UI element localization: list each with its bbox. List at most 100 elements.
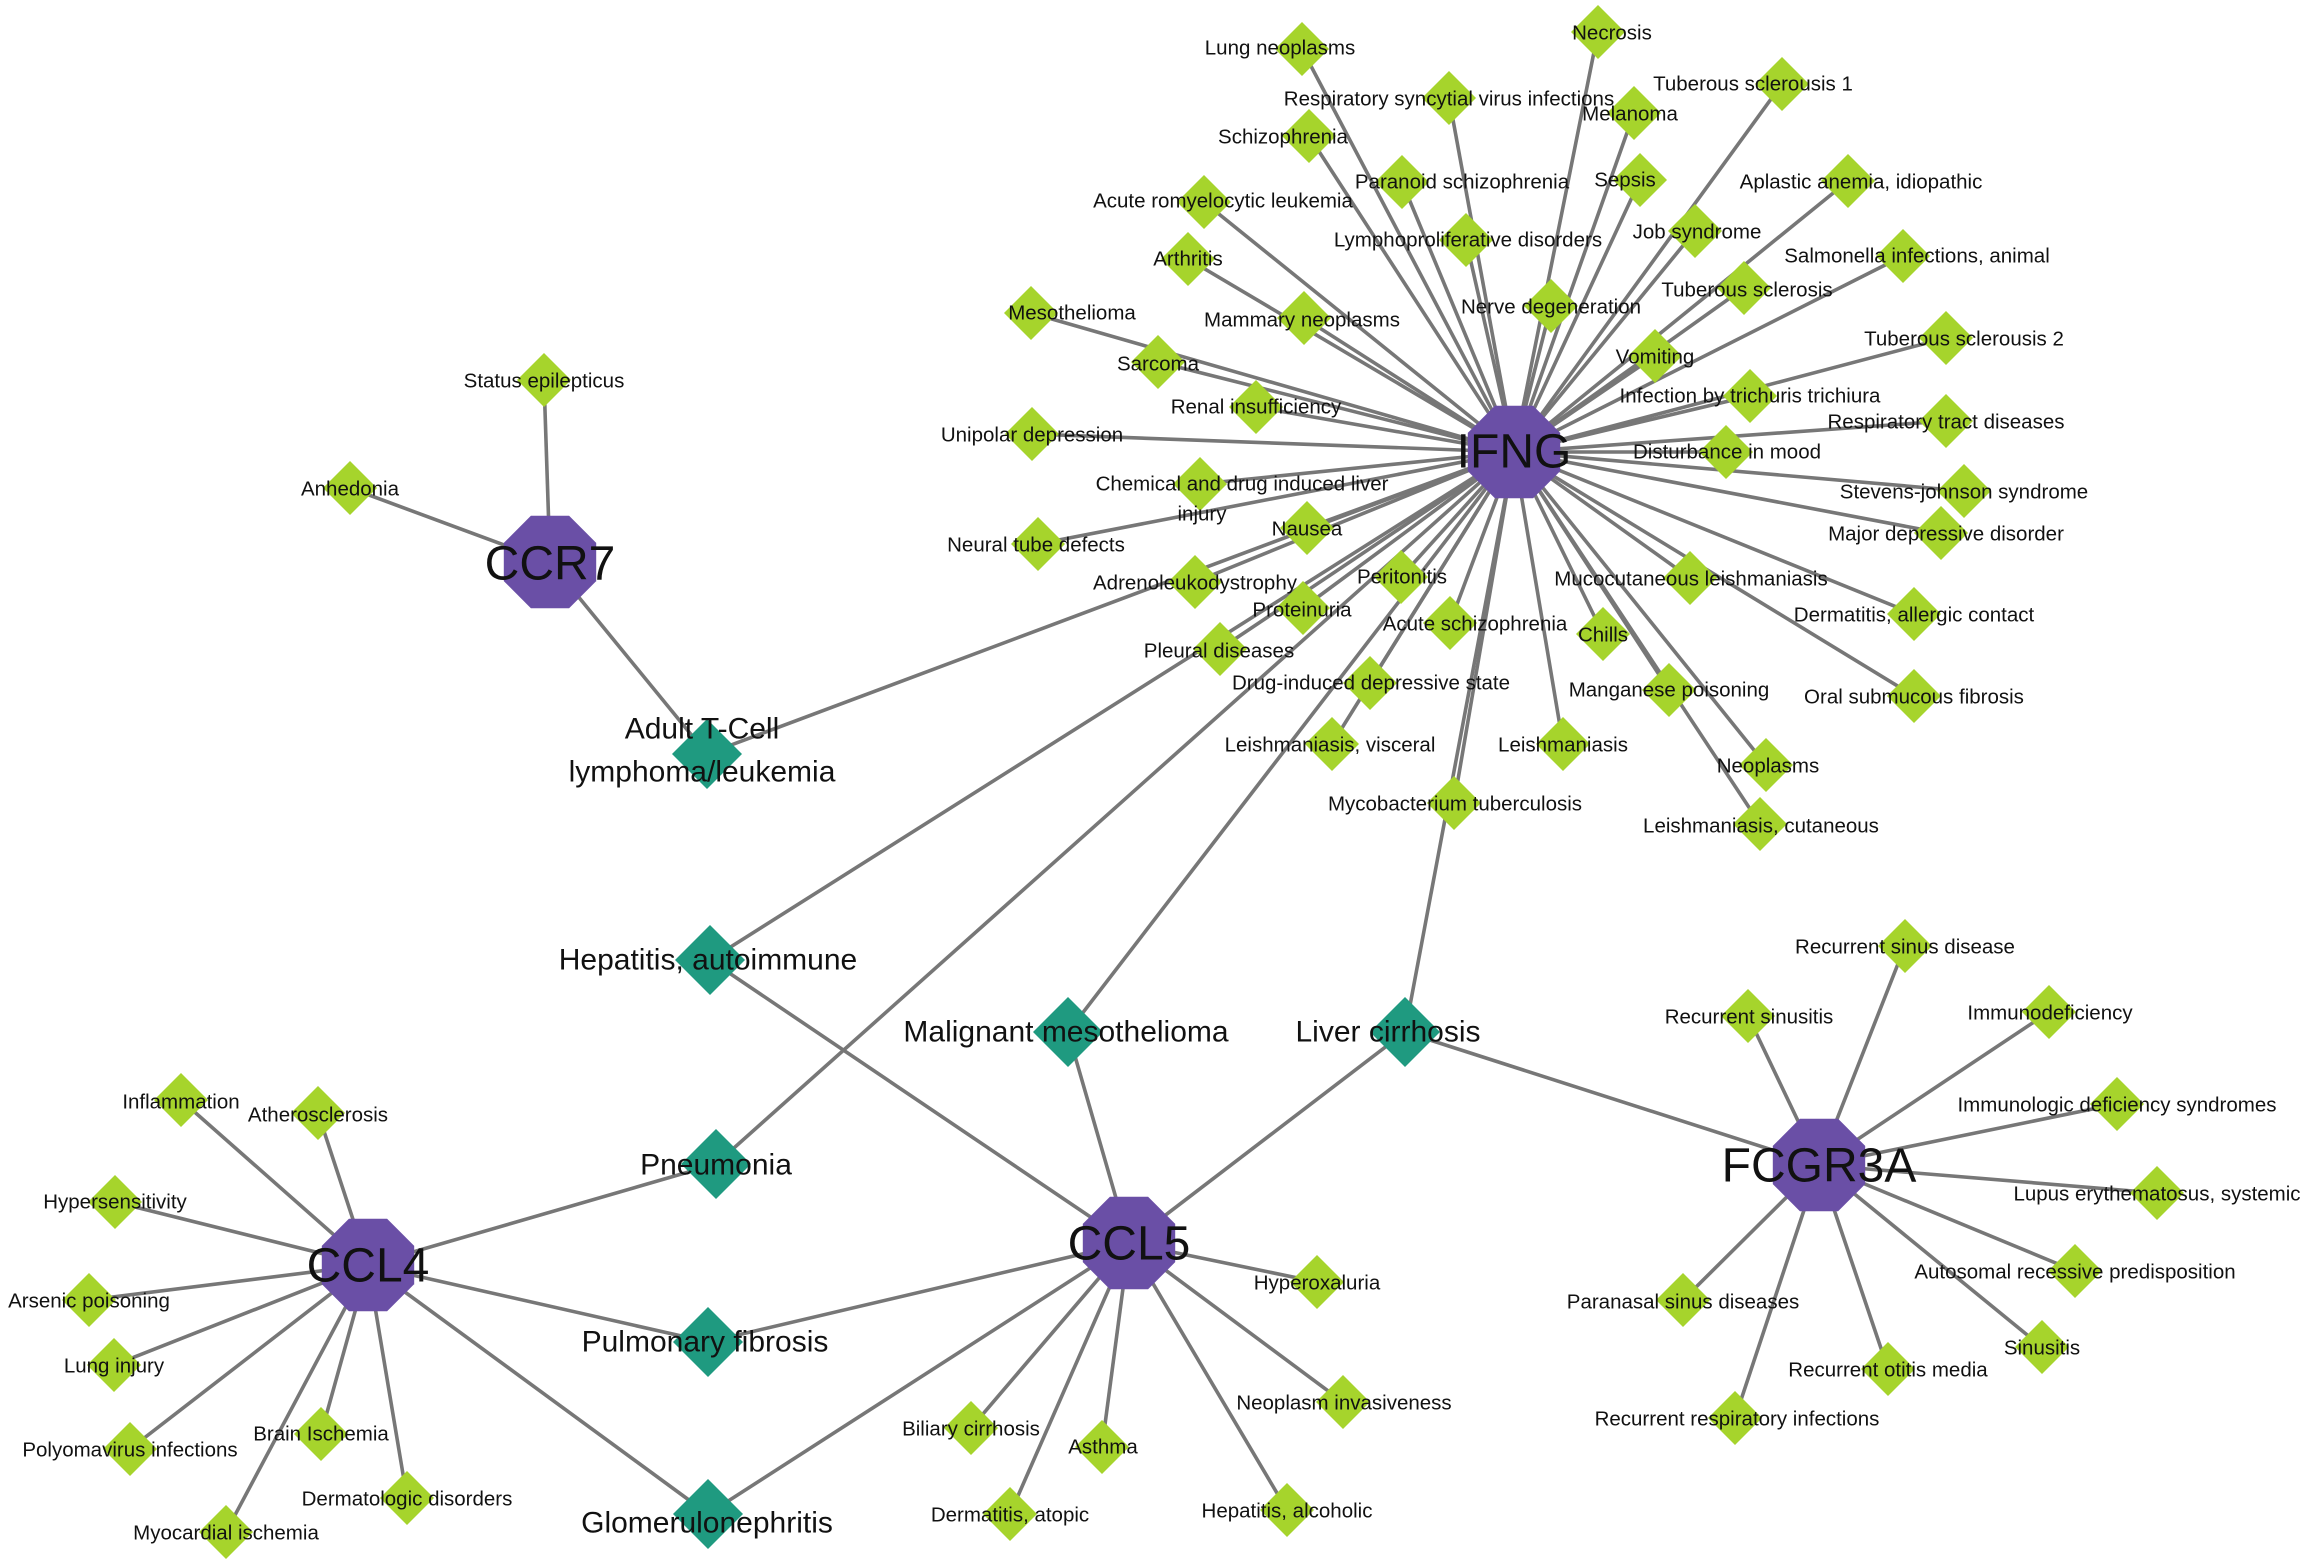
disease-node-salmonella-infections-animal[interactable] — [1876, 229, 1930, 283]
disease-node-immunodeficiency[interactable] — [2022, 985, 2076, 1039]
disease-node-arthritis[interactable] — [1161, 232, 1215, 286]
gene-node-ifng[interactable] — [1467, 405, 1561, 499]
disease-node-atherosclerosis[interactable] — [291, 1086, 345, 1140]
gene-node-fcgr3a[interactable] — [1772, 1118, 1866, 1212]
disease-node-anhedonia[interactable] — [323, 461, 377, 515]
disease-node-respiratory-syncytial-virus-infections[interactable] — [1422, 71, 1476, 125]
shared-disease-node-glomerulonephritis[interactable] — [673, 1479, 743, 1549]
disease-node-immunologic-deficiency-syndromes[interactable] — [2090, 1077, 2144, 1131]
disease-node-dermatitis-atopic[interactable] — [983, 1487, 1037, 1541]
disease-label-unipolar-depression: Unipolar depression — [941, 424, 1123, 447]
disease-node-chills[interactable] — [1576, 607, 1630, 661]
disease-node-neoplasm-invasiveness[interactable] — [1316, 1375, 1370, 1429]
shared-disease-label-adult-t-cell-lymphoma-leukemia: Adult T-Cell — [625, 713, 780, 746]
disease-node-tuberous-sclerousis-2[interactable] — [1919, 311, 1973, 365]
disease-node-neoplasms[interactable] — [1739, 738, 1793, 792]
disease-node-disturbance-in-mood[interactable] — [1699, 425, 1753, 479]
disease-node-dermatologic-disorders[interactable] — [380, 1471, 434, 1525]
disease-node-recurrent-otitis-media[interactable] — [1861, 1342, 1915, 1396]
disease-node-hepatitis-alcoholic[interactable] — [1260, 1483, 1314, 1537]
disease-node-nerve-degeneration[interactable] — [1524, 279, 1578, 333]
shared-disease-node-pulmonary-fibrosis[interactable] — [673, 1307, 743, 1377]
disease-node-polyomavirus-infections[interactable] — [103, 1422, 157, 1476]
edge-ccl5-liver-cirrhosis — [1127, 1030, 1407, 1245]
disease-node-lupus-erythematosus-systemic[interactable] — [2130, 1166, 2184, 1220]
gene-node-ccl4[interactable] — [321, 1218, 415, 1312]
disease-node-lung-injury[interactable] — [87, 1338, 141, 1392]
edge-ifng-arthritis — [1187, 257, 1515, 454]
disease-node-nausea[interactable] — [1280, 501, 1334, 555]
disease-label-lymphoproliferative-disorders: Lymphoproliferative disorders — [1334, 229, 1602, 252]
disease-node-myocardial-ischemia[interactable] — [199, 1505, 253, 1559]
disease-node-acute-schizophrenia[interactable] — [1423, 596, 1477, 650]
disease-node-tuberous-sclerousis-1[interactable] — [1755, 57, 1809, 111]
disease-node-respiratory-tract-diseases[interactable] — [1919, 394, 1973, 448]
disease-node-asthma[interactable] — [1075, 1420, 1129, 1474]
disease-node-sarcoma[interactable] — [1131, 335, 1185, 389]
disease-node-recurrent-sinus-disease[interactable] — [1878, 919, 1932, 973]
disease-node-proteinuria[interactable] — [1276, 581, 1330, 635]
disease-node-unipolar-depression[interactable] — [1005, 407, 1059, 461]
disease-node-brain-ischemia[interactable] — [294, 1407, 348, 1461]
disease-node-hyperoxaluria[interactable] — [1290, 1255, 1344, 1309]
disease-node-chemical-and-drug-induced-liver-injury[interactable] — [1173, 457, 1227, 511]
disease-node-drug-induced-depressive-state[interactable] — [1343, 656, 1397, 710]
disease-node-vomiting[interactable] — [1628, 329, 1682, 383]
disease-node-inflammation[interactable] — [154, 1073, 208, 1127]
disease-node-biliary-cirrhosis[interactable] — [944, 1401, 998, 1455]
disease-label-acute-romyelocytic-leukemia: Acute romyelocytic leukemia — [1093, 190, 1353, 213]
disease-node-paranoid-schizophrenia[interactable] — [1375, 155, 1429, 209]
disease-node-lung-neoplasms[interactable] — [1275, 22, 1329, 76]
disease-node-aplastic-anemia-idiopathic[interactable] — [1821, 154, 1875, 208]
disease-label-acute-schizophrenia: Acute schizophrenia — [1383, 613, 1568, 636]
edge-ifng-leishmaniasis — [1512, 451, 1565, 745]
disease-node-job-syndrome[interactable] — [1668, 204, 1722, 258]
disease-node-leishmaniasis-visceral[interactable] — [1305, 717, 1359, 771]
disease-node-recurrent-respiratory-infections[interactable] — [1708, 1391, 1762, 1445]
disease-node-paranasal-sinus-diseases[interactable] — [1656, 1273, 1710, 1327]
gene-node-ccr7[interactable] — [503, 515, 597, 609]
disease-node-adrenoleukodystrophy[interactable] — [1168, 555, 1222, 609]
disease-node-stevens-johnson-syndrome[interactable] — [1937, 464, 1991, 518]
edge-ifng-sarcoma — [1157, 360, 1515, 454]
edge-ifng-dermatitis-allergic-contact — [1513, 450, 1915, 616]
disease-node-pleural-diseases[interactable] — [1193, 622, 1247, 676]
disease-node-mucocutaneous-leishmaniasis[interactable] — [1663, 551, 1717, 605]
shared-disease-node-malignant-mesothelioma[interactable] — [1033, 997, 1103, 1067]
disease-node-oral-submucous-fibrosis[interactable] — [1887, 669, 1941, 723]
disease-node-mesothelioma[interactable] — [1004, 286, 1058, 340]
disease-label-hepatitis-alcoholic: Hepatitis, alcoholic — [1202, 1500, 1373, 1523]
disease-node-major-depressive-disorder[interactable] — [1914, 506, 1968, 560]
disease-label-leishmaniasis-cutaneous: Leishmaniasis, cutaneous — [1643, 815, 1879, 838]
disease-node-mammary-neoplasms[interactable] — [1277, 291, 1331, 345]
disease-node-leishmaniasis[interactable] — [1536, 717, 1590, 771]
disease-node-melanoma[interactable] — [1607, 86, 1661, 140]
disease-node-peritonitis[interactable] — [1374, 550, 1428, 604]
disease-node-arsenic-poisoning[interactable] — [62, 1273, 116, 1327]
disease-node-leishmaniasis-cutaneous[interactable] — [1733, 797, 1787, 851]
disease-node-infection-by-trichuris-trichiura[interactable] — [1723, 369, 1777, 423]
disease-node-dermatitis-allergic-contact[interactable] — [1887, 587, 1941, 641]
disease-node-neural-tube-defects[interactable] — [1011, 517, 1065, 571]
disease-node-schizophrenia[interactable] — [1282, 109, 1336, 163]
shared-disease-node-pneumonia[interactable] — [681, 1129, 751, 1199]
disease-node-acute-romyelocytic-leukemia[interactable] — [1177, 175, 1231, 229]
disease-node-sepsis[interactable] — [1613, 153, 1667, 207]
disease-node-sinusitis[interactable] — [2015, 1320, 2069, 1374]
disease-node-tuberous-sclerosis[interactable] — [1717, 261, 1771, 315]
disease-node-hypersensitivity[interactable] — [88, 1175, 142, 1229]
disease-node-status-epilepticus[interactable] — [517, 353, 571, 407]
gene-node-ccl5[interactable] — [1082, 1196, 1176, 1290]
disease-node-manganese-poisoning[interactable] — [1642, 663, 1696, 717]
shared-disease-node-adult-t-cell-lymphoma-leukemia[interactable] — [672, 719, 742, 789]
edge-ifng-major-depressive-disorder — [1513, 450, 1942, 535]
disease-node-autosomal-recessive-predisposition[interactable] — [2048, 1244, 2102, 1298]
disease-node-necrosis[interactable] — [1571, 5, 1625, 59]
shared-disease-node-liver-cirrhosis[interactable] — [1370, 997, 1440, 1067]
shared-disease-node-hepatitis-autoimmune[interactable] — [675, 925, 745, 995]
disease-node-recurrent-sinusitis[interactable] — [1721, 989, 1775, 1043]
disease-node-mycobacterium-tuberculosis[interactable] — [1427, 776, 1481, 830]
disease-node-renal-insufficiency[interactable] — [1229, 380, 1283, 434]
disease-node-lymphoproliferative-disorders[interactable] — [1439, 213, 1493, 267]
